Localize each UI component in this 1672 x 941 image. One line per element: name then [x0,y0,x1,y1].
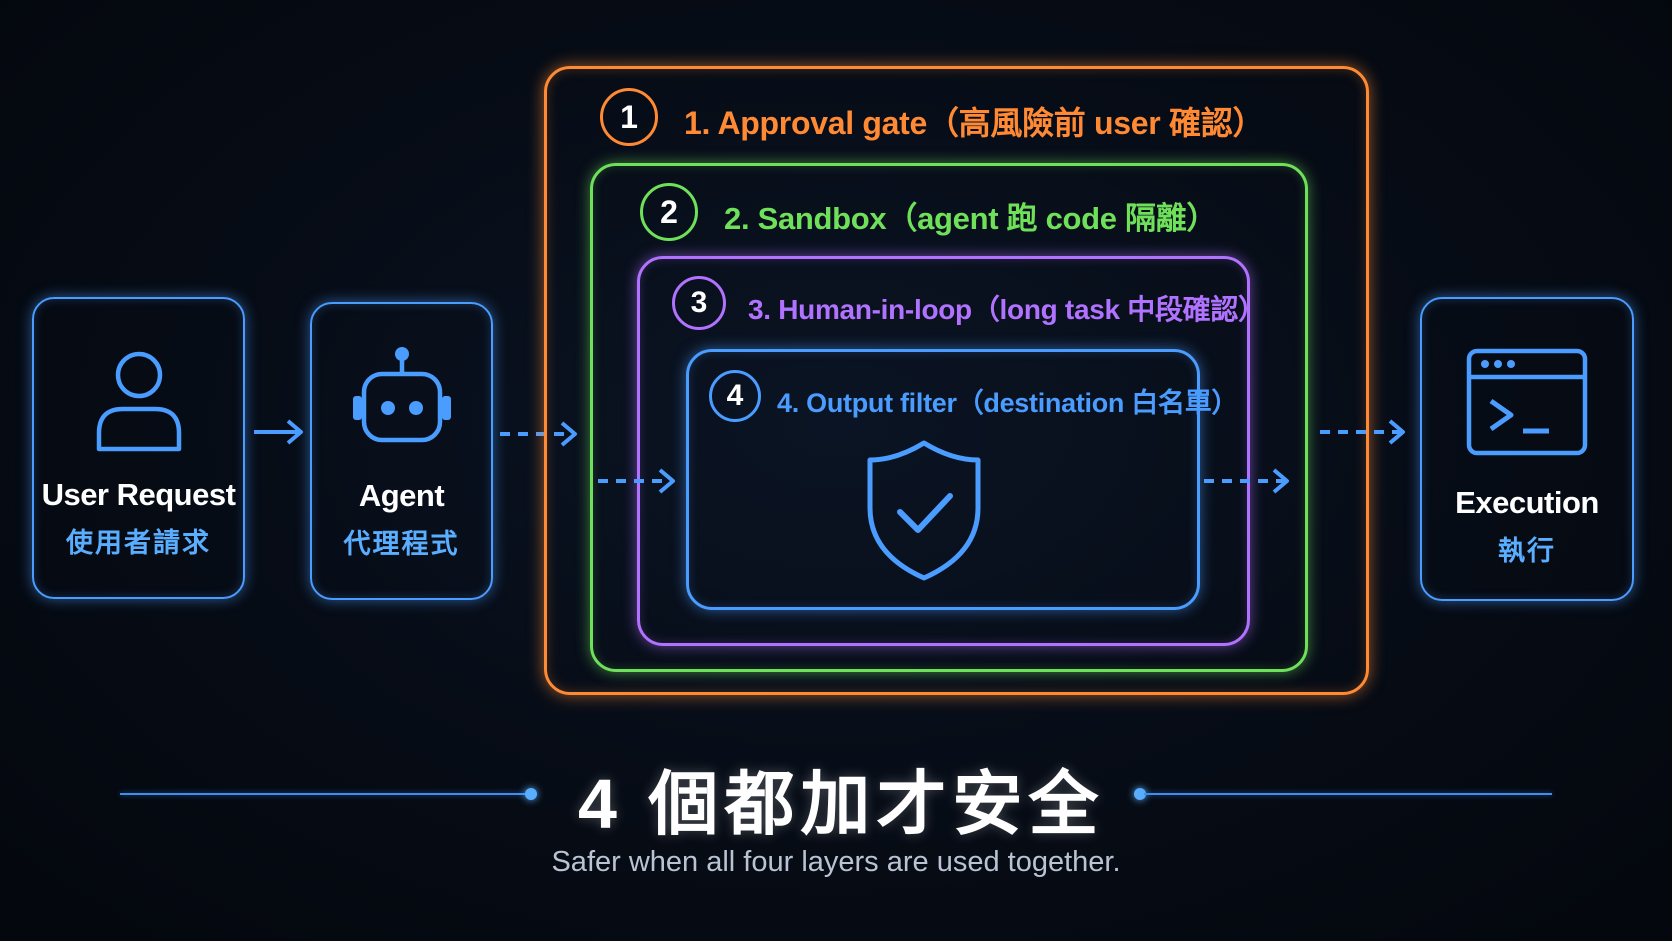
layer-4-label: 4. Output filter（destination 白名單） [777,388,1239,418]
layer-approval-gate [544,66,1369,695]
agent-subtitle: 代理程式 [343,529,460,559]
layer-1-number: 1 [600,88,658,146]
layer-1-label: 1. Approval gate（高風險前 user 確認） [684,105,1265,141]
layer-sandbox [590,163,1308,672]
layer-human-in-loop [637,256,1250,646]
user-request-subtitle: 使用者請求 [66,528,211,558]
footer-title: 4 個都加才安全 [578,765,1105,843]
execution-box: Execution 執行 [1420,297,1634,601]
arrow-right-icon [254,419,303,445]
layer-2-number: 2 [640,183,698,241]
dashed-arrow-exec-icon [1320,419,1405,445]
agent-box: Agent 代理程式 [310,302,493,600]
layer-3-label: 3. Human-in-loop（long task 中段確認） [748,294,1266,325]
dashed-arrow-icon [500,421,577,447]
footer-dot-right [1134,788,1146,800]
footer-dot-left [525,788,537,800]
layer-output-filter [686,349,1200,610]
layer-4-number: 4 [709,370,761,422]
execution-subtitle: 執行 [1498,536,1556,566]
robot-icon [352,347,451,443]
execution-title: Execution [1455,485,1599,520]
layer-3-number: 3 [672,276,726,330]
user-request-box: User Request 使用者請求 [32,297,245,599]
user-request-title: User Request [41,477,236,512]
dashed-arrow-in-icon [598,468,675,494]
terminal-icon [1466,348,1588,456]
footer-subtitle: Safer when all four layers are used toge… [551,846,1121,878]
agent-title: Agent [358,478,445,513]
footer-line-right [1144,793,1552,795]
dashed-arrow-out-icon [1204,468,1289,494]
footer-line-left [120,793,530,795]
layer-2-label: 2. Sandbox（agent 跑 code 隔離） [724,201,1218,236]
shield-check-icon [867,440,981,581]
user-icon [96,351,181,452]
